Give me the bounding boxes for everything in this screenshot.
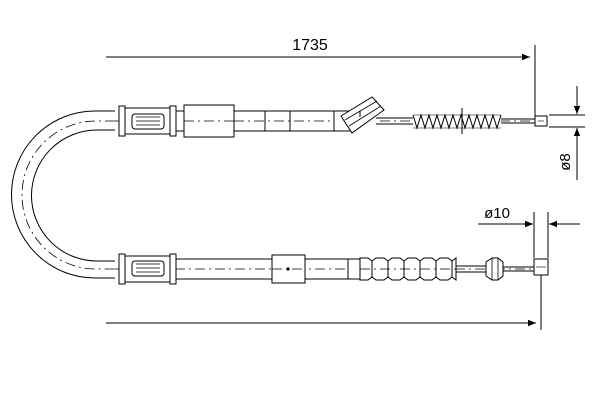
top-angled-fitting — [333, 96, 385, 134]
bottom-end-nipple — [533, 258, 549, 276]
top-spring — [412, 108, 502, 134]
top-cable-run — [115, 96, 548, 138]
bottom-length-dimension — [106, 270, 542, 330]
top-end-nipple — [534, 115, 548, 127]
top-end-diameter-label: ø8 — [557, 153, 574, 171]
cable-sheath-bend — [11, 110, 115, 279]
bottom-ferrule — [118, 253, 177, 285]
bottom-mid-clip — [271, 254, 306, 284]
top-end-diameter-dimension: ø8 — [549, 86, 585, 180]
bottom-wire-barrel — [485, 257, 504, 281]
overall-length-label: 1735 — [292, 37, 328, 54]
bottom-cable-run — [115, 253, 549, 285]
bottom-end-diameter-label: ø10 — [484, 205, 510, 222]
overall-length-dimension: 1735 — [106, 37, 536, 118]
top-ferrule — [118, 105, 177, 137]
bottom-corrugated-boot — [347, 257, 457, 281]
bottom-end-diameter-dimension: ø10 — [478, 205, 580, 258]
